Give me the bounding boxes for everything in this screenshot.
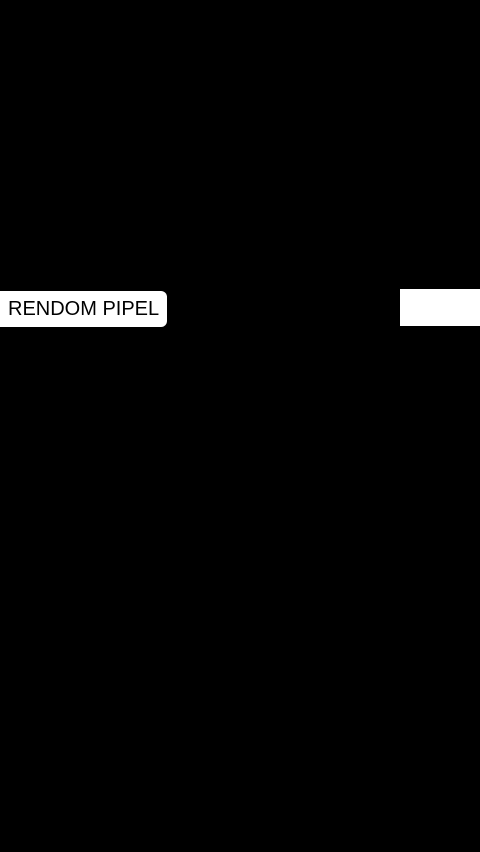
caption-block-partial xyxy=(400,289,480,326)
caption-label: RENDOM PIPEL xyxy=(0,291,168,327)
